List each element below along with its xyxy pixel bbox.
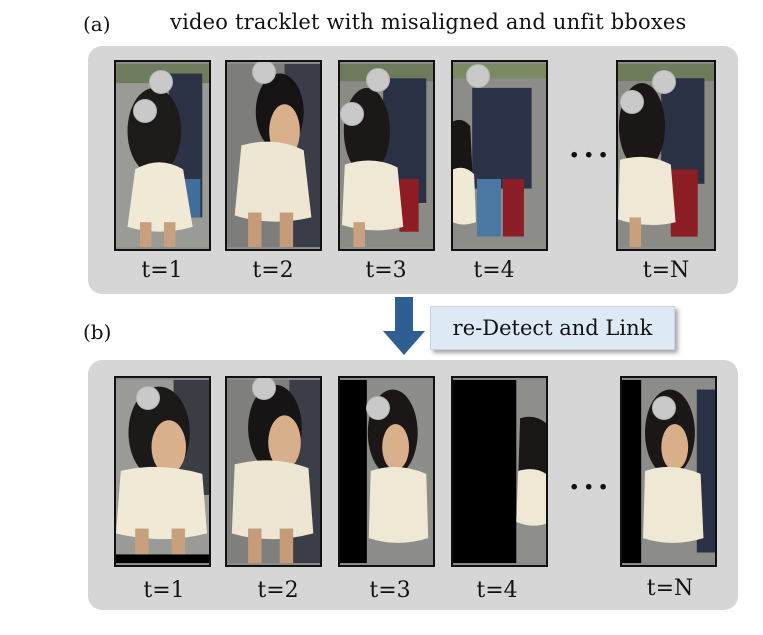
face-blur-icon (366, 396, 390, 420)
frame-b-3 (338, 376, 435, 567)
section-a-label: (a) (83, 12, 111, 36)
frame-b-1 (114, 376, 211, 567)
face-blur-icon (620, 90, 644, 114)
face-blur-icon (252, 62, 276, 84)
frame-a-label-1: t=1 (141, 258, 183, 283)
face-blur-icon (466, 64, 490, 88)
frame-a-n (616, 60, 716, 251)
section-b-label: (b) (83, 320, 112, 344)
frame-a-label-n: t=N (642, 258, 690, 283)
down-arrow-icon (383, 297, 425, 355)
frame-b-label-n: t=N (646, 576, 694, 601)
frame-a-2 (225, 60, 322, 251)
frame-b-label-3: t=3 (369, 578, 411, 603)
ellipsis-a: ... (569, 130, 613, 165)
process-callout: re-Detect and Link (430, 306, 675, 350)
frame-a-3 (338, 60, 435, 251)
person-image (227, 379, 320, 564)
frame-b-n (620, 376, 717, 567)
frame-a-1 (114, 60, 211, 251)
section-a-title: video tracklet with misaligned and unfit… (170, 10, 687, 34)
person-image (453, 379, 546, 564)
person-image (340, 63, 433, 248)
frame-b-4 (451, 376, 548, 567)
face-blur-icon (652, 70, 676, 94)
frame-b-label-4: t=4 (476, 578, 518, 603)
face-blur-icon (340, 102, 364, 126)
ellipsis-b: ... (569, 462, 613, 497)
frame-a-label-4: t=4 (473, 258, 515, 283)
face-blur-icon (252, 378, 276, 400)
frame-b-label-1: t=1 (143, 578, 185, 603)
person-image (453, 63, 546, 248)
frame-a-4 (451, 60, 548, 251)
frame-a-label-3: t=3 (365, 258, 407, 283)
person-image (622, 379, 715, 564)
person-image (116, 379, 209, 564)
face-blur-icon (136, 386, 160, 410)
frame-b-2 (225, 376, 322, 567)
face-blur-icon (652, 396, 676, 420)
frame-b-label-2: t=2 (257, 578, 299, 603)
face-blur-icon (133, 99, 157, 123)
frame-a-label-2: t=2 (252, 258, 294, 283)
face-blur-icon (366, 68, 390, 92)
person-image (227, 63, 320, 248)
face-blur-icon (149, 70, 173, 94)
person-image (618, 63, 714, 248)
